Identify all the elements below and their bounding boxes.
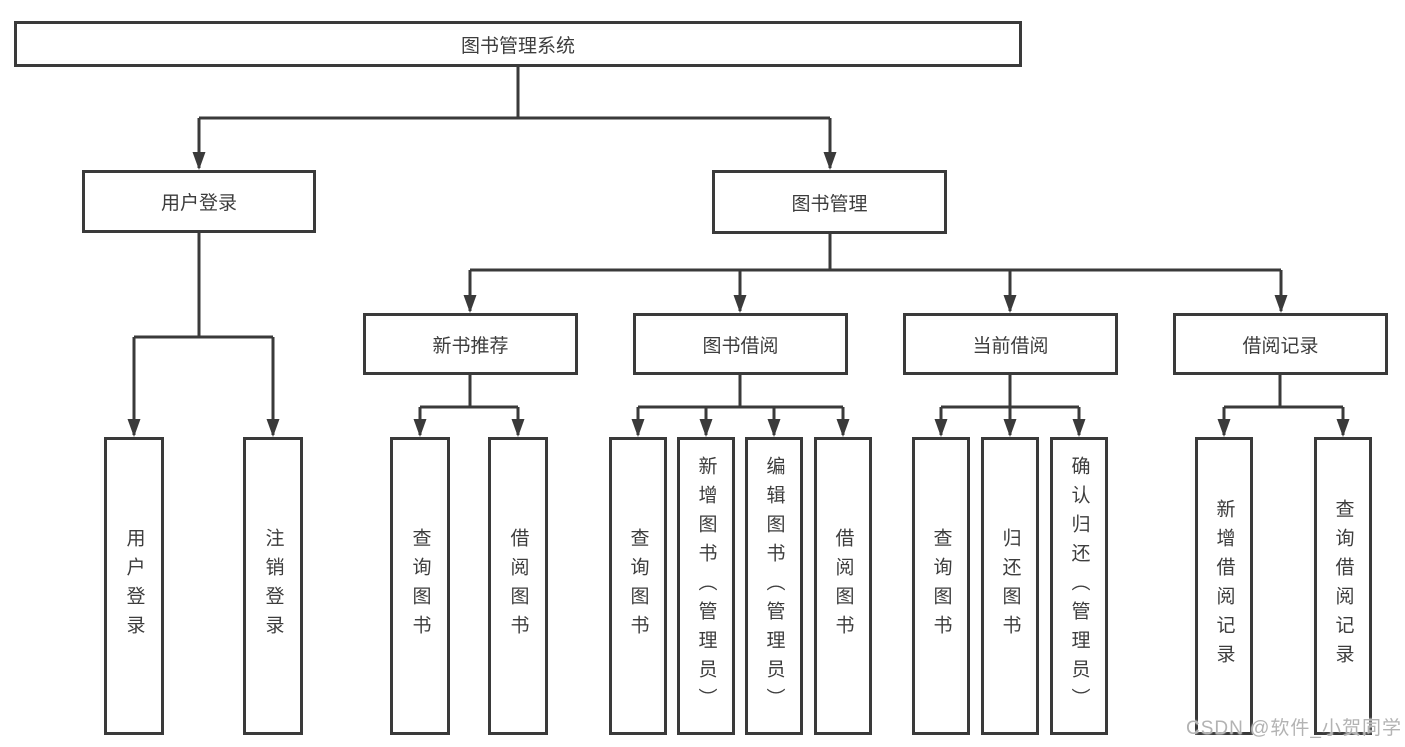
leaf-borrow-query-book: 查询图书 — [609, 437, 667, 735]
leaf-label: 借阅图书 — [832, 528, 854, 644]
leaf-current-query-book: 查询图书 — [912, 437, 970, 735]
leaf-label: 用户登录 — [123, 528, 145, 644]
leaf-label: 新增借阅记录 — [1213, 499, 1235, 673]
leaf-add-book-admin: 新增图书（管理员） — [677, 437, 735, 735]
leaf-confirm-return-admin: 确认归还（管理员） — [1050, 437, 1108, 735]
leaf-edit-book-admin: 编辑图书（管理员） — [745, 437, 803, 735]
node-book-borrow: 图书借阅 — [633, 313, 848, 375]
leaf-user-login: 用户登录 — [104, 437, 164, 735]
leaf-label: 查询图书 — [627, 528, 649, 644]
leaf-recommend-query-book: 查询图书 — [390, 437, 450, 735]
leaf-logout: 注销登录 — [243, 437, 303, 735]
leaf-recommend-borrow-book: 借阅图书 — [488, 437, 548, 735]
leaf-label: 查询借阅记录 — [1332, 499, 1354, 673]
node-root: 图书管理系统 — [14, 21, 1022, 67]
leaf-label: 编辑图书（管理员） — [763, 455, 785, 717]
leaf-add-borrow-record: 新增借阅记录 — [1195, 437, 1253, 735]
leaf-return-book: 归还图书 — [981, 437, 1039, 735]
csdn-watermark: CSDN @软件_小贺同学 — [1186, 718, 1402, 739]
leaf-borrow-book: 借阅图书 — [814, 437, 872, 735]
leaf-query-borrow-record: 查询借阅记录 — [1314, 437, 1372, 735]
node-user-login: 用户登录 — [82, 170, 316, 233]
leaf-label: 确认归还（管理员） — [1068, 455, 1090, 717]
leaf-label: 借阅图书 — [507, 528, 529, 644]
node-book-management: 图书管理 — [712, 170, 947, 234]
node-new-book-recommend: 新书推荐 — [363, 313, 578, 375]
leaf-label: 新增图书（管理员） — [695, 455, 717, 717]
leaf-label: 查询图书 — [409, 528, 431, 644]
leaf-label: 注销登录 — [262, 528, 284, 644]
leaf-label: 查询图书 — [930, 528, 952, 644]
node-current-borrow: 当前借阅 — [903, 313, 1118, 375]
node-borrow-record: 借阅记录 — [1173, 313, 1388, 375]
leaf-label: 归还图书 — [999, 528, 1021, 644]
